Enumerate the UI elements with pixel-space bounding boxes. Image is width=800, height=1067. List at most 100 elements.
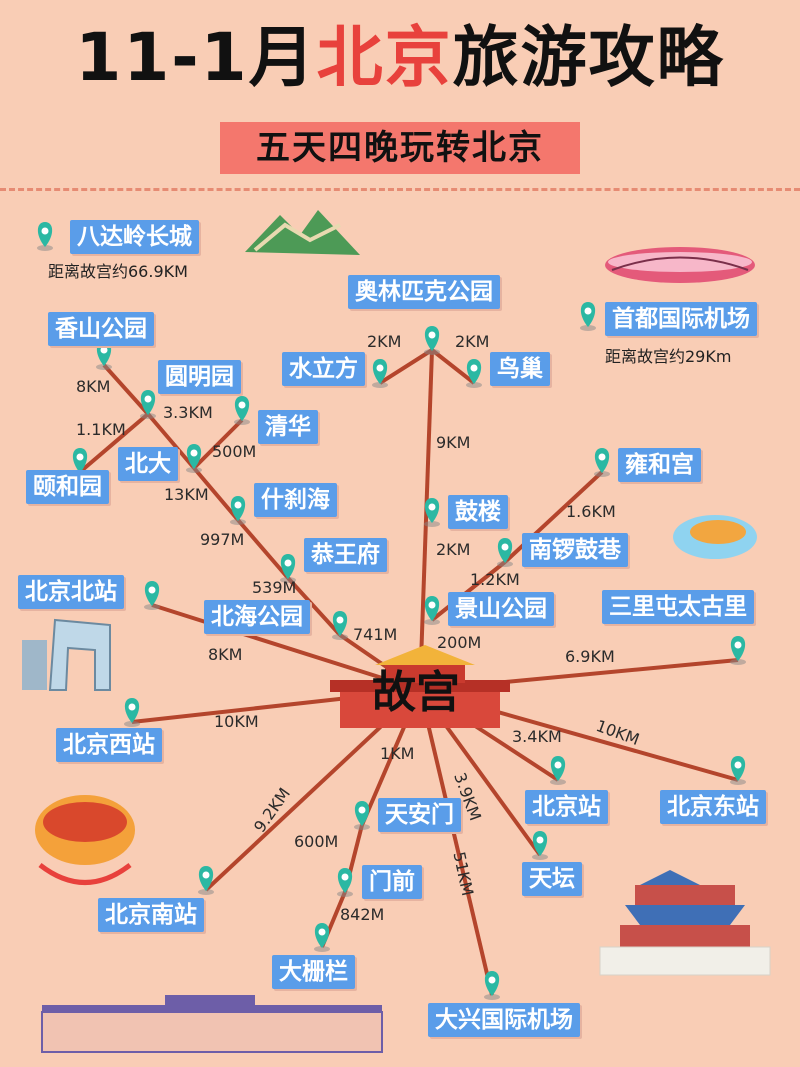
pin-icon-beida[interactable] xyxy=(186,444,202,473)
pin-icon-gongwangfu[interactable] xyxy=(280,554,296,583)
lake-illustration xyxy=(673,515,757,559)
pin-icon-tiananmen[interactable] xyxy=(354,801,370,830)
place-label-niaochao[interactable]: 鸟巢 xyxy=(490,352,550,386)
distance-tiananmen_gugong: 1KM xyxy=(380,744,415,763)
place-label-qinghua[interactable]: 清华 xyxy=(258,410,318,444)
airport-distance-note: 距离故宫约29Km xyxy=(605,347,732,366)
pin-icon-shuilifang[interactable] xyxy=(372,359,388,388)
place-label-airport[interactable]: 首都国际机场 xyxy=(605,302,757,336)
pin-icon-beijingbei[interactable] xyxy=(144,581,160,610)
distance-tiananmen_menqian: 600M xyxy=(294,832,339,851)
place-label-beihai[interactable]: 北海公园 xyxy=(204,600,310,634)
place-label-daxing[interactable]: 大兴国际机场 xyxy=(428,1003,580,1037)
pin-icon-tiantan[interactable] xyxy=(532,831,548,860)
pin-icon-aoti[interactable] xyxy=(424,326,440,355)
pin-icon-beihai[interactable] xyxy=(332,611,348,640)
pin-icon-sanlitun[interactable] xyxy=(730,636,746,665)
route-daxing-gugong xyxy=(418,689,494,996)
pin-icon-airport[interactable] xyxy=(580,302,596,331)
pin-icon-badaling[interactable] xyxy=(37,222,53,251)
title-highlight: 北京 xyxy=(316,19,453,96)
route-yuanmingyuan-yiheyuan xyxy=(78,412,150,474)
distance-beijingzhan_gugong: 3.4KM xyxy=(512,727,562,746)
title-prefix: 11-1月 xyxy=(75,19,317,96)
place-label-jingshan[interactable]: 景山公园 xyxy=(448,592,554,626)
place-label-beijingxi[interactable]: 北京西站 xyxy=(56,728,162,762)
distance-beida_qinghua: 500M xyxy=(212,442,257,461)
hotpot-illustration xyxy=(35,795,135,885)
place-label-nanluoguxiang[interactable]: 南锣鼓巷 xyxy=(522,533,628,567)
title-suffix: 旅游攻略 xyxy=(452,19,725,96)
route-nanluoguxiang-jingshan xyxy=(430,560,507,622)
route-aoti-gugong xyxy=(418,349,434,691)
distance-yonghegong_nanluo: 1.6KM xyxy=(566,502,616,521)
place-label-sanlitun[interactable]: 三里屯太古里 xyxy=(602,590,754,624)
distance-sanlitun_gugong: 6.9KM xyxy=(565,647,615,666)
place-label-gulou[interactable]: 鼓楼 xyxy=(448,495,508,529)
route-aoti-niaochao xyxy=(430,348,476,385)
place-label-shuilifang[interactable]: 水立方 xyxy=(282,352,365,386)
location-pins xyxy=(37,222,746,1000)
route-beijingbei-gugong xyxy=(151,603,421,692)
place-label-yiheyuan[interactable]: 颐和园 xyxy=(26,470,109,504)
place-label-badaling[interactable]: 八达岭长城 xyxy=(70,220,199,254)
pin-icon-gulou[interactable] xyxy=(424,498,440,527)
place-label-beijingnan[interactable]: 北京南站 xyxy=(98,898,204,932)
pin-icon-nanluoguxiang[interactable] xyxy=(497,538,513,567)
place-label-yonghegong[interactable]: 雍和宫 xyxy=(618,448,701,482)
pin-icon-shichahai[interactable] xyxy=(230,496,246,525)
great-wall-illustration xyxy=(245,210,360,255)
route-xiangshan-yuanmingyuan xyxy=(102,363,150,416)
place-label-tiantan[interactable]: 天坛 xyxy=(522,862,582,896)
distance-yuanmingyuan_yiheyuan: 1.1KM xyxy=(76,420,126,439)
pin-icon-xiangshan[interactable] xyxy=(96,341,112,370)
pin-icon-menqian[interactable] xyxy=(337,868,353,897)
route-shichahai-gongwangfu xyxy=(236,518,290,580)
pin-icon-beijingdong[interactable] xyxy=(730,756,746,785)
route-yonghegong-nanluoguxiang xyxy=(503,470,604,564)
pin-icon-daxing[interactable] xyxy=(484,971,500,1000)
stadium-illustration xyxy=(605,247,755,283)
distance-beijingxi_gugong: 10KM xyxy=(214,712,259,731)
place-label-gongwangfu[interactable]: 恭王府 xyxy=(304,538,387,572)
distance-gulou_jingshan: 2KM xyxy=(436,540,471,559)
place-label-beijingdong[interactable]: 北京东站 xyxy=(660,790,766,824)
place-label-beijingzhan[interactable]: 北京站 xyxy=(525,790,608,824)
badaling-distance-note: 距离故宫约66.9KM xyxy=(48,262,188,281)
forbidden-city-illustration xyxy=(330,645,510,728)
pin-icon-beijingxi[interactable] xyxy=(124,698,140,727)
distance-aoti_shuilifang: 2KM xyxy=(367,332,402,351)
pin-icon-dashilan[interactable] xyxy=(314,923,330,952)
great-hall-illustration xyxy=(41,995,383,1053)
place-label-menqian[interactable]: 门前 xyxy=(362,865,422,899)
pin-icon-jingshan[interactable] xyxy=(424,596,440,625)
pin-icon-beijingnan[interactable] xyxy=(198,866,214,895)
pin-icon-niaochao[interactable] xyxy=(466,359,482,388)
place-label-dashilan[interactable]: 大栅栏 xyxy=(272,955,355,989)
route-gongwangfu-beihai xyxy=(286,576,342,637)
distance-beijingbei_gugong: 8KM xyxy=(208,645,243,664)
distance-gongwangfu_beihai: 539M xyxy=(252,578,297,597)
place-label-aoti[interactable]: 奥林匹克公园 xyxy=(348,275,500,309)
distance-shichahai_gongwangfu: 997M xyxy=(200,530,245,549)
route-beida-qinghua xyxy=(192,418,244,470)
route-beida-shichahai xyxy=(192,466,240,522)
center-label[interactable]: 故宫 xyxy=(372,667,460,718)
place-label-xiangshan[interactable]: 香山公园 xyxy=(48,312,154,346)
place-label-beida[interactable]: 北大 xyxy=(118,447,178,481)
pin-icon-qinghua[interactable] xyxy=(234,396,250,425)
pin-icon-yonghegong[interactable] xyxy=(594,448,610,477)
distance-yuanmingyuan_beida: 3.3KM xyxy=(163,403,213,422)
pin-icon-beijingzhan[interactable] xyxy=(550,756,566,785)
route-yuanmingyuan-beida xyxy=(146,412,196,470)
distance-jingshan_gugong: 200M xyxy=(437,633,482,652)
place-label-beijingbei[interactable]: 北京北站 xyxy=(18,575,124,609)
place-label-yuanmingyuan[interactable]: 圆明园 xyxy=(158,360,241,394)
pin-icon-yuanmingyuan[interactable] xyxy=(140,390,156,419)
place-label-shichahai[interactable]: 什刹海 xyxy=(254,483,337,517)
distance-nanluo_jingshan: 1.2KM xyxy=(470,570,520,589)
poster-subtitle: 五天四晚玩转北京 xyxy=(220,122,580,174)
place-label-tiananmen[interactable]: 天安门 xyxy=(378,798,461,832)
